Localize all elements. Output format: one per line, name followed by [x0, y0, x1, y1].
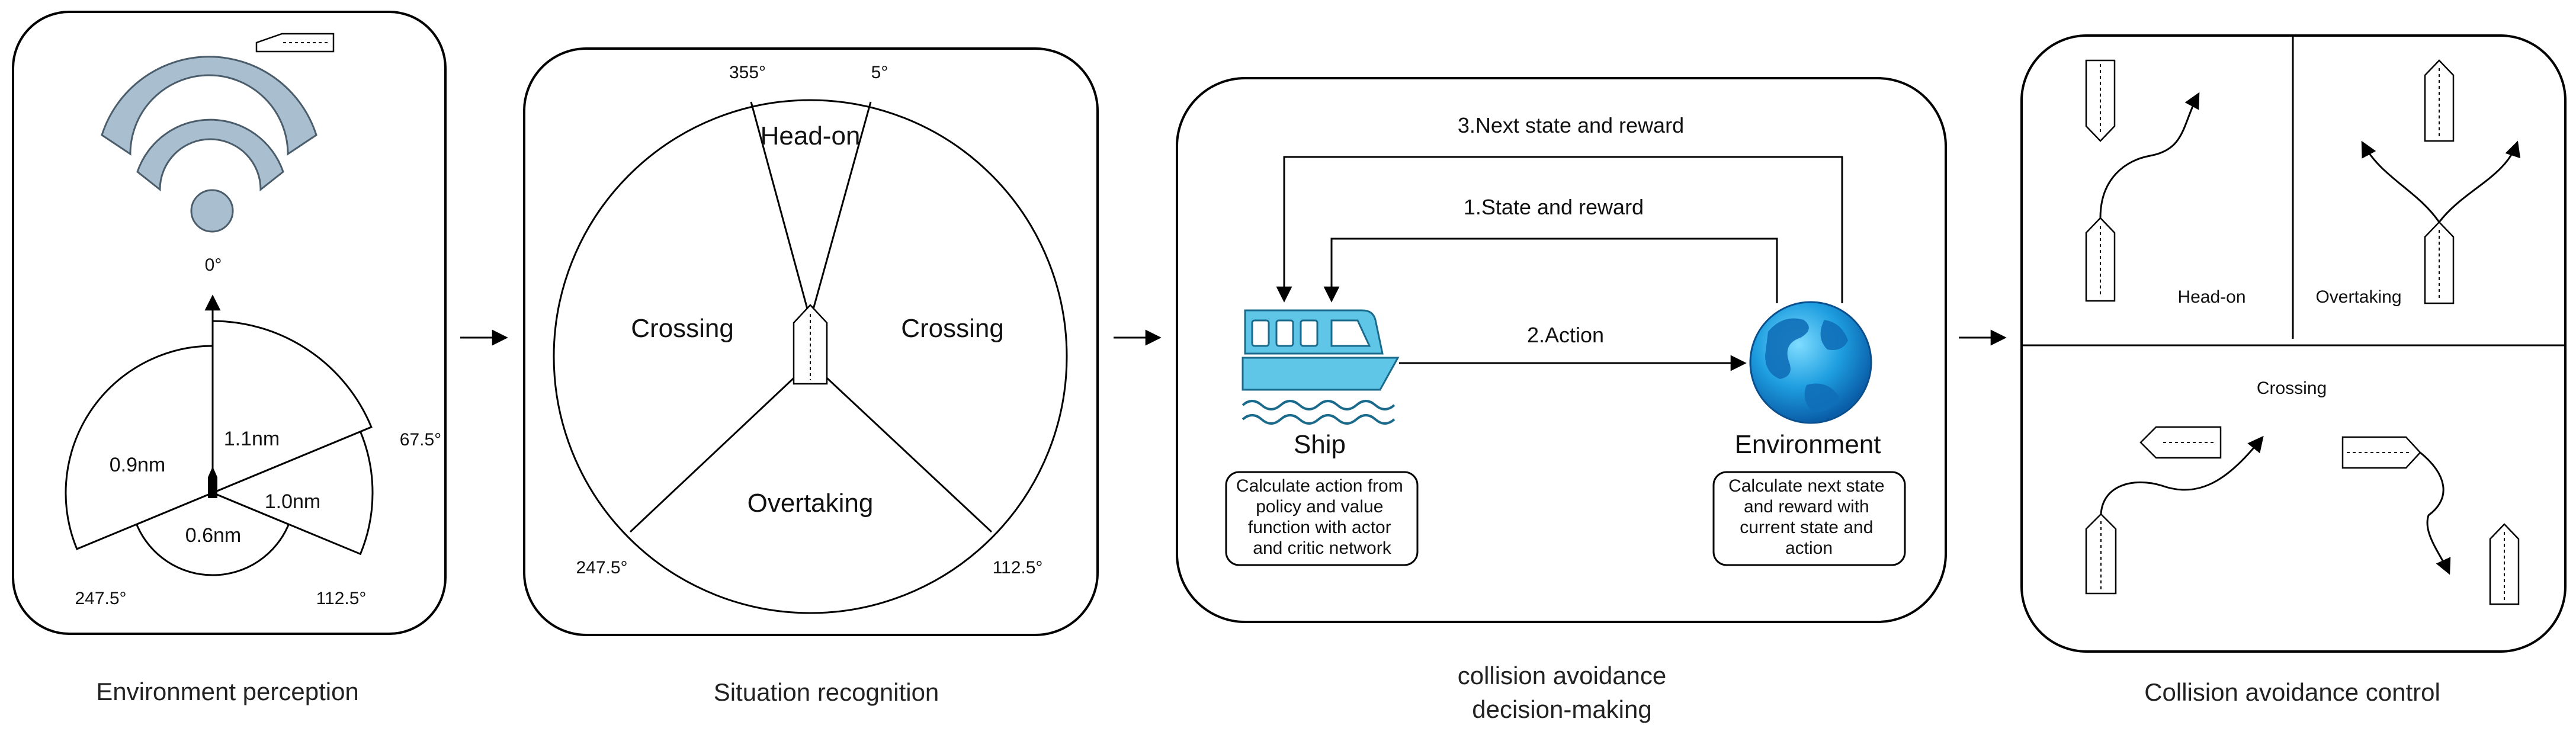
caption-decision-line-2: decision-making [1472, 695, 1651, 723]
env-note-box [1712, 471, 1906, 566]
target-ship-icon [255, 33, 335, 53]
environment-label: Environment [1734, 430, 1881, 459]
sector-circle [553, 99, 1068, 614]
crossing-path-right [2420, 451, 2451, 575]
angle-5-label: 5° [871, 63, 888, 82]
crossing-ship-right [2341, 436, 2421, 469]
headon-path [2099, 92, 2200, 219]
caption-situation-recognition: Situation recognition [714, 678, 939, 706]
env-note-line-2: and reward with [1744, 497, 1869, 516]
divider-355 [750, 101, 811, 320]
ship-icon [1242, 309, 1400, 425]
sector-rear [135, 492, 290, 576]
sector-crossing-left-label: Crossing [631, 314, 734, 343]
perception-sectors [65, 320, 374, 576]
headon-ship-top [2085, 59, 2116, 142]
angle-355-label: 355° [729, 63, 766, 82]
sector-right [210, 430, 374, 556]
angle-0-label: 0° [205, 255, 222, 275]
panel-environment-perception: 0° 0.9nm 1.1nm 1.0nm 0.6nm 67.5° 112.5° … [12, 11, 447, 705]
crossing-ship-left [2139, 426, 2222, 459]
ship-note-line-4: and critic network [1253, 538, 1391, 558]
angle-67.5-label: 67.5° [400, 430, 441, 450]
center-ship-icon [793, 304, 828, 385]
ship-note-line-2: policy and value [1256, 497, 1383, 516]
globe-icon [1749, 301, 1872, 424]
range-0.9nm-label: 0.9nm [110, 454, 166, 476]
sector-divider-lines [629, 101, 993, 533]
caption-avoidance-control: Collision avoidance control [2144, 678, 2440, 706]
env-note-line-1: Calculate next state [1728, 476, 1884, 496]
panel-situation-recognition: 355° 5° 247.5° 112.5° Head-on Crossing C… [523, 47, 1099, 706]
crossing-ship-bottom-left [2085, 513, 2117, 595]
divider-112 [809, 361, 993, 533]
range-1.1nm-label: 1.1nm [224, 428, 280, 450]
edge-state-label: 1.State and reward [1464, 195, 1644, 219]
own-ship-icon [208, 466, 217, 498]
env-note-text: Calculate next state and reward with cur… [1728, 476, 1890, 558]
quadrant-crossing-label: Crossing [2257, 378, 2327, 398]
caption-decision-line-1: collision avoidance [1458, 662, 1667, 689]
sector-overtaking-label: Overtaking [748, 489, 874, 518]
sector-left [65, 345, 214, 550]
overtaking-ship-top [2424, 59, 2455, 142]
headon-ship-bottom [2085, 217, 2116, 302]
overtaking-ship-bottom [2424, 221, 2455, 304]
quadrant-overtaking-label: Overtaking [2315, 287, 2401, 307]
edge-next-state-label: 3.Next state and reward [1458, 113, 1684, 137]
angle-247.5-label: 247.5° [75, 589, 126, 608]
divider-247 [629, 361, 811, 533]
panel-decision-making: 3.Next state and reward 1.State and rewa… [1176, 77, 1947, 723]
ship-note-box [1225, 471, 1419, 566]
range-1.0nm-label: 1.0nm [265, 490, 321, 513]
sector-crossing-right-label: Crossing [901, 314, 1004, 343]
ship-note-line-3: function with actor [1248, 518, 1391, 537]
crossing-path-left [2100, 435, 2264, 515]
edge-next-state [1276, 156, 1843, 303]
panel-avoidance-control: Head-on Overtaking Crossing [2020, 34, 2567, 706]
angle-247.5-label-2: 247.5° [576, 558, 627, 577]
overtaking-path-left [2361, 140, 2440, 223]
sector-front [211, 320, 373, 495]
overtaking-path-right [2438, 140, 2521, 223]
caption-environment-perception: Environment perception [96, 678, 359, 705]
wifi-icon [101, 56, 317, 233]
env-note-line-3: current state and [1740, 518, 1873, 537]
edge-action-label: 2.Action [1527, 323, 1604, 347]
angle-112.5-label: 112.5° [316, 589, 367, 608]
sector-headon-label: Head-on [761, 121, 861, 150]
ship-note-text: Calculate action from policy and value f… [1236, 476, 1408, 558]
divider-5 [809, 101, 872, 320]
quadrant-headon-label: Head-on [2177, 287, 2245, 307]
range-0.6nm-label: 0.6nm [185, 524, 242, 547]
angle-112.5-label-2: 112.5° [993, 558, 1043, 577]
ship-label: Ship [1294, 430, 1346, 459]
crossing-ship-bottom-right [2489, 523, 2520, 605]
edge-state [1323, 238, 1778, 303]
ship-note-line-1: Calculate action from [1236, 476, 1403, 496]
env-note-line-4: action [1785, 538, 1833, 558]
